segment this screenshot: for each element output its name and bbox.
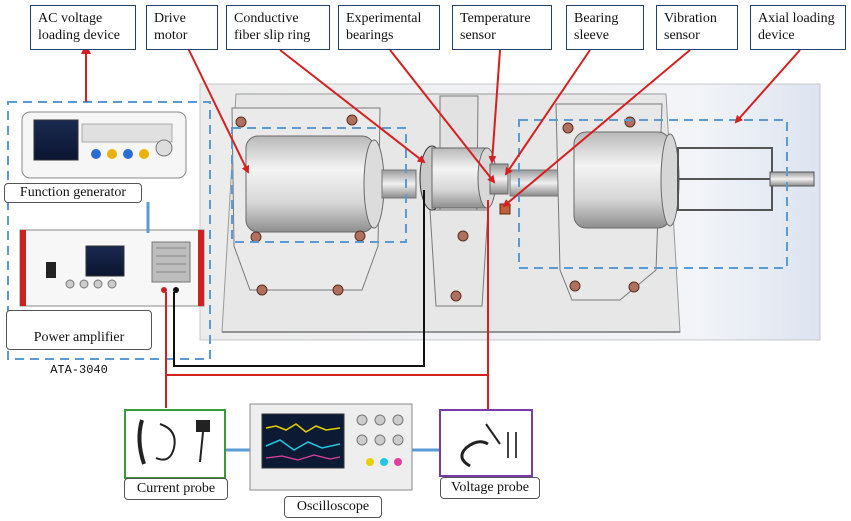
- voltage-probe-device: [439, 409, 533, 477]
- function-generator-caption: Function generator: [4, 183, 142, 203]
- leader-arrows: [185, 43, 801, 208]
- voltage-probe-caption: Voltage probe: [440, 477, 540, 499]
- wiring: [81, 43, 489, 452]
- label-vibration-sensor: Vibration sensor: [656, 5, 738, 50]
- drive-motor: [231, 107, 417, 296]
- current-probe-device: [124, 409, 226, 479]
- axial-loading-device: [509, 103, 815, 301]
- power-amplifier-caption: Power amplifier ATA-3040: [6, 310, 152, 377]
- label-conductive-fiber-slip-ring: Conductive fiber slip ring: [226, 5, 330, 50]
- power-amplifier-model: ATA-3040: [50, 363, 108, 377]
- oscilloscope-caption: Oscilloscope: [284, 496, 382, 518]
- label-temperature-sensor: Temperature sensor: [452, 5, 552, 50]
- current-probe-caption: Current probe: [124, 478, 228, 500]
- power-amplifier-name: Power amplifier: [33, 330, 125, 345]
- power-amplifier-device: [19, 229, 205, 307]
- label-experimental-bearings: Experimental bearings: [338, 5, 440, 50]
- label-ac-voltage-loading-device: AC voltage loading device: [30, 5, 136, 50]
- test-rig-render: [199, 83, 821, 341]
- label-drive-motor: Drive motor: [146, 5, 218, 50]
- bearing-housing: [419, 95, 511, 307]
- drive-motor-group: [231, 127, 407, 243]
- label-axial-loading-device: Axial loading device: [750, 5, 846, 50]
- function-generator-device: [21, 111, 187, 179]
- oscilloscope-device: [249, 403, 413, 491]
- label-bearing-sleeve: Bearing sleeve: [566, 5, 644, 50]
- ac-loading-group: [7, 101, 211, 360]
